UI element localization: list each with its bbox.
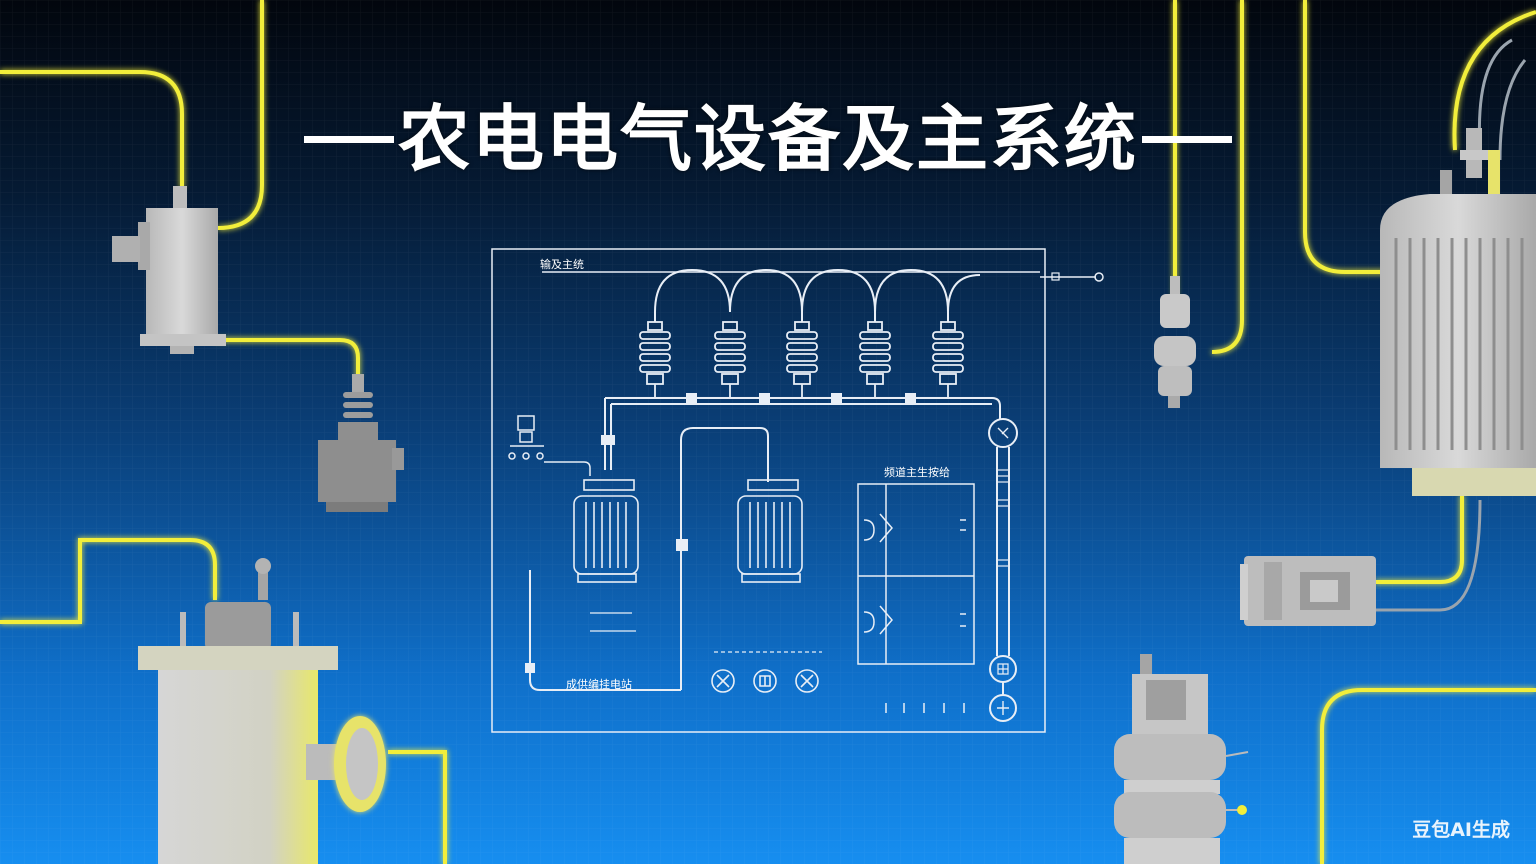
feeder-loop xyxy=(525,427,769,691)
terminal-node xyxy=(1094,272,1104,282)
cable-left-vertical xyxy=(217,0,264,230)
cable-grey-2 xyxy=(1498,59,1527,161)
cable-right-vertical-3 xyxy=(1303,0,1390,274)
left-large-tank xyxy=(138,558,386,864)
cable-right-bottom xyxy=(1320,688,1536,864)
schematic-diagram: 输及主统 频道主生按给 成供编挂电站 xyxy=(491,248,1104,733)
watermark: 豆包AI生成 xyxy=(1412,819,1510,841)
cable-left-top xyxy=(0,70,184,188)
left-switchgear xyxy=(508,415,591,476)
right-bottom-device xyxy=(1114,654,1249,864)
right-motor xyxy=(1240,556,1376,626)
cable-left-mid xyxy=(215,338,360,378)
cable-bottom-left xyxy=(388,750,447,864)
diagram-frame xyxy=(491,248,1046,733)
main-bus xyxy=(601,393,1001,470)
arc-connections xyxy=(654,268,981,322)
cable-grey-3 xyxy=(1375,499,1482,612)
insulator-2 xyxy=(714,321,746,398)
title-dash-right xyxy=(1142,135,1232,143)
diagram-bottom-label: 成供编挂电站 xyxy=(566,677,632,691)
cable-right-top xyxy=(1452,10,1536,151)
right-vertical-bus xyxy=(988,418,1018,722)
insulator-row xyxy=(639,321,964,398)
insulator-3 xyxy=(786,321,818,398)
left-top-device xyxy=(112,186,226,354)
insulator-4 xyxy=(859,321,891,398)
insulator-1 xyxy=(639,321,671,398)
right-pole-insulator xyxy=(1154,276,1196,408)
diagram-top-label: 输及主统 xyxy=(540,257,584,271)
insulator-5 xyxy=(932,321,964,398)
cable-left-bottom xyxy=(0,538,217,624)
transformer-2 xyxy=(737,479,803,583)
transformer-1 xyxy=(573,479,639,583)
page-title-row: 农电电气设备及主系统 xyxy=(0,80,1536,185)
page-title: 农电电气设备及主系统 xyxy=(397,97,1138,181)
right-large-transformer xyxy=(1380,128,1536,496)
control-symbols xyxy=(711,669,819,693)
left-small-insulator xyxy=(318,374,404,512)
diagram-panel-label: 频道主生按给 xyxy=(884,465,950,479)
cable-right-mid xyxy=(1375,495,1464,584)
cable-right-vertical-2 xyxy=(1211,0,1244,354)
control-panel xyxy=(857,483,975,713)
title-dash-left xyxy=(303,135,394,143)
transformer-notes xyxy=(590,612,822,653)
